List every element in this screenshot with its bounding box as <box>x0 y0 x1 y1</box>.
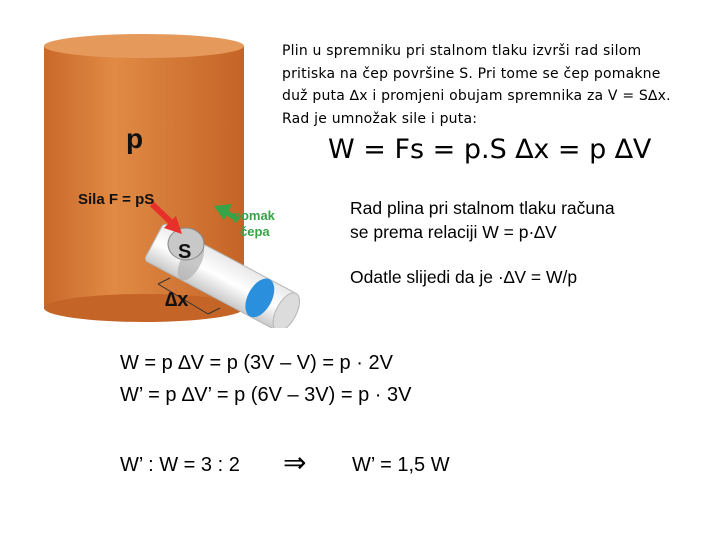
result-equation: W’ = 1,5 W <box>352 454 450 476</box>
cylinder-illustration: p Sila F = pS S pomak čepa ∆x <box>44 34 301 328</box>
force-label: Sila F = pS <box>78 191 154 208</box>
dx-label: ∆x <box>165 289 188 311</box>
intro-paragraph: Plin u spremniku pri stalnom tlaku izvrš… <box>282 43 671 127</box>
area-label: S <box>178 241 191 263</box>
displacement-arrow <box>214 204 240 223</box>
rad-paragraph: Rad plina pri stalnom tlaku računa se pr… <box>350 198 615 242</box>
calculation-line-2: W’ = p ∆V’ = p (6V – 3V) = p · 3V <box>120 384 412 406</box>
calculation-line-1: W = p ∆V = p (3V – V) = p · 2V <box>120 352 393 374</box>
container-cylinder <box>44 34 244 322</box>
implies-arrow-icon: ⇒ <box>283 446 307 479</box>
pomak-label-2: čepa <box>240 224 270 239</box>
main-equation: W = Fs = p.S ∆x = p ∆V <box>328 134 652 165</box>
plug-disc <box>245 278 275 318</box>
force-arrow <box>149 201 182 234</box>
ratio-equation: W’ : W = 3 : 2 <box>120 454 240 476</box>
pomak-label-1: pomak <box>233 208 276 223</box>
dx-bracket <box>157 277 221 315</box>
odatle-paragraph: Odatle slijedi da je ·∆V = W/p <box>350 267 578 287</box>
pressure-label: p <box>126 123 143 154</box>
